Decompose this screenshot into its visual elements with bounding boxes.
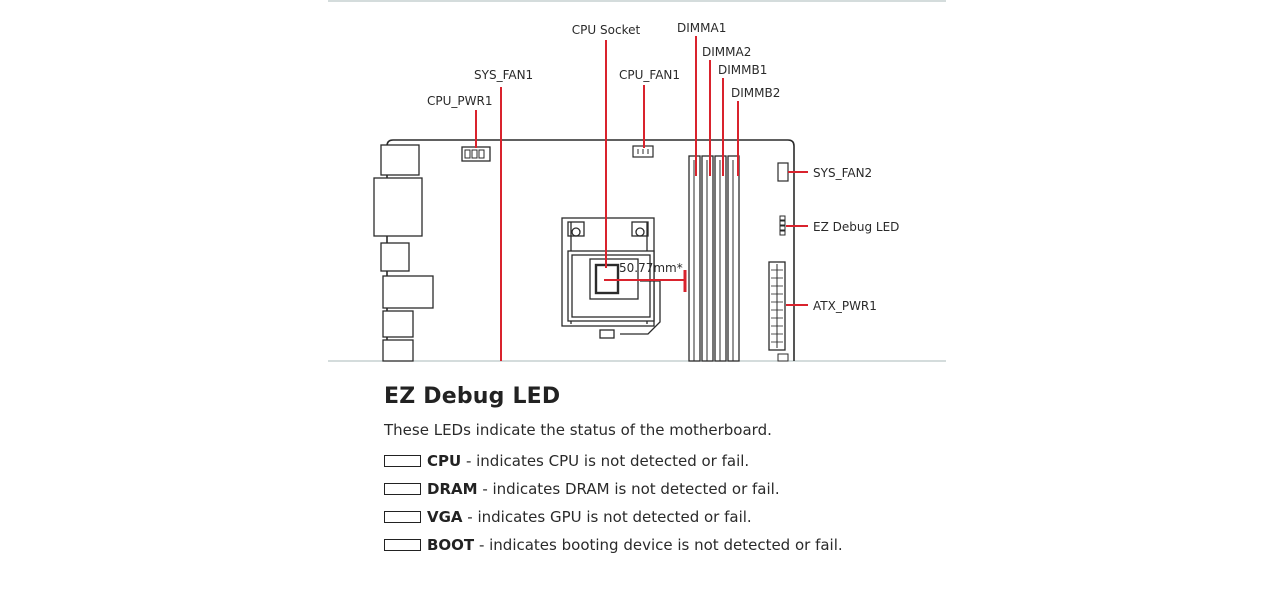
led-description: - indicates CPU is not detected or fail. (461, 452, 750, 470)
board-outline (386, 139, 795, 361)
sys-fan2-header (777, 162, 789, 182)
label-cpu-socket: CPU Socket (572, 23, 641, 37)
label-sys-fan2: SYS_FAN2 (813, 166, 872, 180)
led-description: - indicates DRAM is not detected or fail… (477, 480, 780, 498)
led-indicator-icon (384, 539, 421, 551)
led-item-dram: DRAM - indicates DRAM is not detected or… (384, 475, 984, 503)
led-description: - indicates GPU is not detected or fail. (462, 508, 752, 526)
label-dimmb2: DIMMB2 (731, 86, 780, 100)
label-atx-pwr1: ATX_PWR1 (813, 299, 877, 313)
label-cpu-fan1: CPU_FAN1 (619, 68, 680, 82)
led-item-boot: BOOT - indicates booting device is not d… (384, 531, 984, 559)
callout-lines (475, 36, 808, 361)
dimm-slots (688, 155, 740, 362)
led-name: DRAM (427, 480, 478, 498)
section-title: EZ Debug LED (384, 384, 561, 409)
led-item-cpu: CPU - indicates CPU is not detected or f… (384, 447, 984, 475)
label-cpu-pwr1: CPU_PWR1 (427, 94, 492, 108)
led-description: - indicates booting device is not detect… (474, 536, 843, 554)
led-indicator-icon (384, 455, 421, 467)
led-item-vga: VGA - indicates GPU is not detected or f… (384, 503, 984, 531)
cpu-socket (561, 217, 661, 339)
label-dimma2: DIMMA2 (702, 45, 751, 59)
ez-debug-led-block (779, 215, 786, 236)
led-indicator-icon (384, 511, 421, 523)
cpu-pwr1-connector (461, 146, 491, 162)
ez-debug-led-section: EZ Debug LED These LEDs indicate the sta… (384, 384, 984, 559)
label-dimma1: DIMMA1 (677, 21, 726, 35)
label-sys-fan1: SYS_FAN1 (474, 68, 533, 82)
label-measurement: 50.77mm* (619, 261, 683, 275)
motherboard-layout-diagram: CPU Socket DIMMA1 DIMMA2 DIMMB1 DIMMB2 S… (328, 0, 946, 362)
rear-io-panel (373, 144, 434, 362)
led-name: BOOT (427, 536, 475, 554)
led-indicator-icon (384, 483, 421, 495)
label-ez-debug-led: EZ Debug LED (813, 220, 899, 234)
led-list: CPU - indicates CPU is not detected or f… (384, 447, 984, 559)
led-name: VGA (427, 508, 463, 526)
label-dimmb1: DIMMB1 (718, 63, 767, 77)
led-name: CPU (427, 452, 462, 470)
section-intro: These LEDs indicate the status of the mo… (384, 421, 772, 439)
atx-pwr1-connector (768, 261, 789, 362)
